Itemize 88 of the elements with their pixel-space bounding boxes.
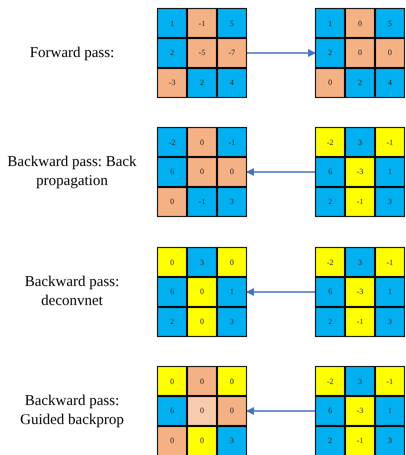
grid-cell: 2 [316, 426, 344, 455]
grid-cell: 0 [376, 38, 404, 68]
grid-cell: 0 [346, 38, 374, 68]
grid-cell: -1 [218, 128, 246, 156]
grid-cell: -3 [158, 68, 186, 97]
matrix-grid [315, 366, 405, 455]
grid-cell: 2 [158, 308, 186, 336]
row-label: Backward pass: Guided backprop [19, 392, 125, 430]
grid-cell: 1 [376, 158, 404, 186]
matrix-grid [315, 247, 405, 337]
grid-cell: 3 [376, 308, 404, 336]
grid-cell: -3 [346, 396, 374, 426]
grid-cell: -1 [346, 426, 374, 455]
grid-cell: 6 [316, 278, 344, 306]
grid-cell: 2 [316, 308, 344, 336]
grid-cell: 1 [218, 278, 246, 306]
grid-cell: 3 [346, 128, 374, 156]
grid-cell: 5 [218, 9, 246, 38]
grid-cell: 3 [218, 188, 246, 216]
matrix-grid [157, 127, 247, 217]
grid-cell: 6 [158, 158, 186, 186]
grid-cell: -1 [376, 248, 404, 276]
grid-cell: -2 [316, 128, 344, 156]
matrix-grid [157, 247, 247, 337]
arrow [246, 288, 315, 296]
grid-cell: 1 [316, 9, 344, 38]
grid-cell: -1 [188, 188, 216, 216]
grid-cell: 1 [158, 9, 186, 38]
grid-cell: -7 [218, 38, 246, 68]
grid-cell: 3 [188, 248, 216, 276]
grid-cell: -1 [346, 188, 374, 216]
grid-cell: 5 [376, 9, 404, 38]
grid-cell: -3 [346, 158, 374, 186]
grid-cell: 4 [218, 68, 246, 97]
grid-cell: 0 [158, 367, 186, 396]
grid-cell: -3 [346, 278, 374, 306]
grid-cell: 6 [158, 396, 186, 426]
arrow [246, 407, 315, 415]
matrix-grid [157, 8, 247, 98]
grid-cell: 6 [158, 278, 186, 306]
grid-cell: 4 [376, 68, 404, 97]
grid-cell: 0 [218, 396, 246, 426]
grid-cell: 1 [376, 278, 404, 306]
arrow [247, 49, 316, 57]
grid-cell: 0 [316, 68, 344, 97]
matrix-grid [315, 8, 405, 98]
row-label: Forward pass: [28, 44, 116, 62]
grid-cell: -2 [158, 128, 186, 156]
grid-cell: 0 [218, 248, 246, 276]
grid-cell: 0 [346, 9, 374, 38]
grid-cell: 6 [316, 396, 344, 426]
grid-cell: 0 [158, 426, 186, 455]
matrix-grid [157, 366, 247, 455]
grid-cell: 3 [346, 248, 374, 276]
grid-cell: 0 [188, 308, 216, 336]
grid-cell: 0 [188, 367, 216, 396]
grid-cell: -1 [376, 367, 404, 396]
grid-cell: 3 [218, 426, 246, 455]
grid-cell: 0 [188, 396, 216, 426]
grid-cell: 1 [376, 396, 404, 426]
grid-cell: 0 [188, 128, 216, 156]
grid-cell: -5 [188, 38, 216, 68]
grid-cell: 6 [316, 158, 344, 186]
grid-cell: 2 [316, 38, 344, 68]
grid-cell: -2 [316, 248, 344, 276]
arrow [246, 168, 315, 176]
grid-cell: 0 [158, 188, 186, 216]
grid-cell: -2 [316, 367, 344, 396]
grid-cell: 2 [158, 38, 186, 68]
grid-cell: 0 [188, 278, 216, 306]
grid-cell: 0 [188, 426, 216, 455]
matrix-grid [315, 127, 405, 217]
grid-cell: 2 [316, 188, 344, 216]
grid-cell: -1 [346, 308, 374, 336]
grid-cell: 3 [376, 426, 404, 455]
grid-cell: 3 [376, 188, 404, 216]
grid-cell: 0 [188, 158, 216, 186]
row-label: Backward pass: Back propagation [6, 153, 138, 191]
grid-cell: 0 [158, 248, 186, 276]
grid-cell: 2 [188, 68, 216, 97]
grid-cell: 0 [218, 158, 246, 186]
row-label: Backward pass: deconvnet [24, 273, 120, 311]
grid-cell: 3 [218, 308, 246, 336]
grid-cell: -1 [376, 128, 404, 156]
grid-cell: 0 [218, 367, 246, 396]
grid-cell: 2 [346, 68, 374, 97]
grid-cell: -1 [188, 9, 216, 38]
grid-cell: 3 [346, 367, 374, 396]
